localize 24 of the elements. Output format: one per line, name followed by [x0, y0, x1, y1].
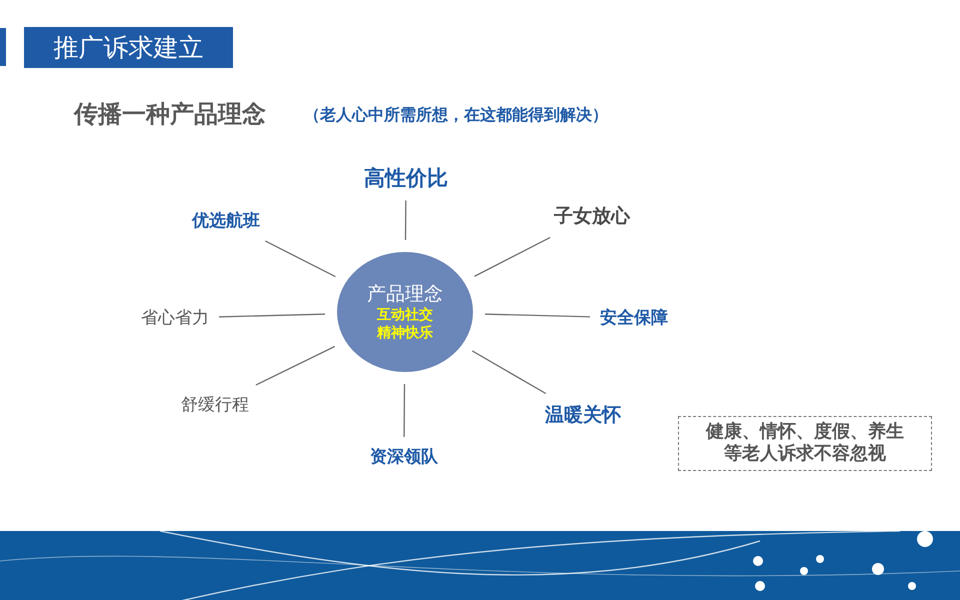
- spoke-label: 资深领队: [370, 447, 438, 468]
- connector-line: [404, 384, 406, 437]
- connector-line: [265, 240, 336, 278]
- connector-line: [472, 350, 546, 394]
- spoke-label: 子女放心: [554, 204, 630, 228]
- note-box: [678, 416, 932, 470]
- connector-line: [256, 346, 336, 386]
- subtitle-note: （老人心中所需所想，在这都能得到解决）: [304, 105, 608, 126]
- concept-heading: 产品理念: [367, 282, 443, 306]
- spoke-label: 舒缓行程: [181, 395, 249, 416]
- spoke-label: 温暖关怀: [545, 404, 621, 426]
- connector-line: [484, 314, 590, 318]
- subtitle: 传播一种产品理念: [74, 99, 266, 130]
- title-banner: 推广诉求建立: [24, 27, 233, 68]
- spoke-label: 省心省力: [141, 308, 209, 328]
- spoke-label: 高性价比: [364, 166, 448, 191]
- connector-line: [218, 314, 326, 318]
- note-text: 健康、情怀、度假、养生等老人诉求不容忽视: [705, 421, 905, 465]
- concept-tagline: 互动社交: [377, 306, 433, 324]
- spoke-label: 优选航班: [192, 211, 260, 232]
- connector-line: [474, 236, 550, 277]
- connector-line: [404, 200, 406, 240]
- concept-tagline: 精神快乐: [377, 324, 433, 342]
- spoke-label: 安全保障: [600, 308, 668, 328]
